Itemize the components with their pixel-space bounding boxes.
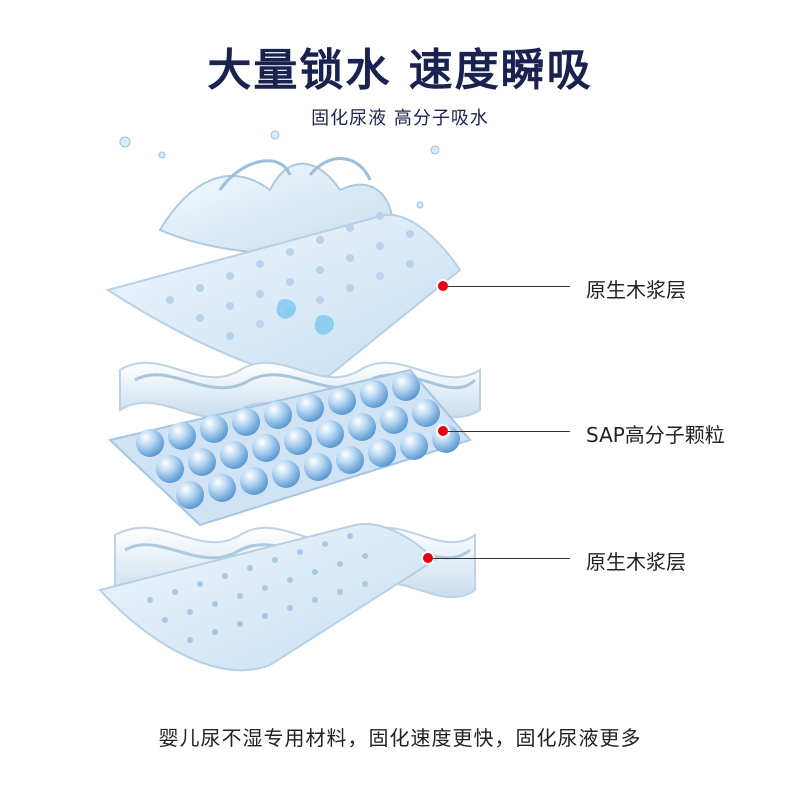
callout-label: 原生木浆层 bbox=[586, 550, 686, 574]
bottom-pulp-layer bbox=[98, 523, 437, 672]
diaper-layers-illustration bbox=[98, 130, 481, 672]
footer-text: 婴儿尿不湿专用材料，固化速度更快，固化尿液更多 bbox=[158, 726, 642, 750]
page-title: 大量锁水 速度瞬吸 bbox=[207, 45, 593, 96]
callout-label: SAP高分子颗粒 bbox=[586, 423, 725, 447]
callout-label: 原生木浆层 bbox=[586, 278, 686, 302]
sap-spheres-layer bbox=[107, 368, 472, 527]
page-subtitle: 固化尿液 高分子吸水 bbox=[311, 108, 489, 129]
